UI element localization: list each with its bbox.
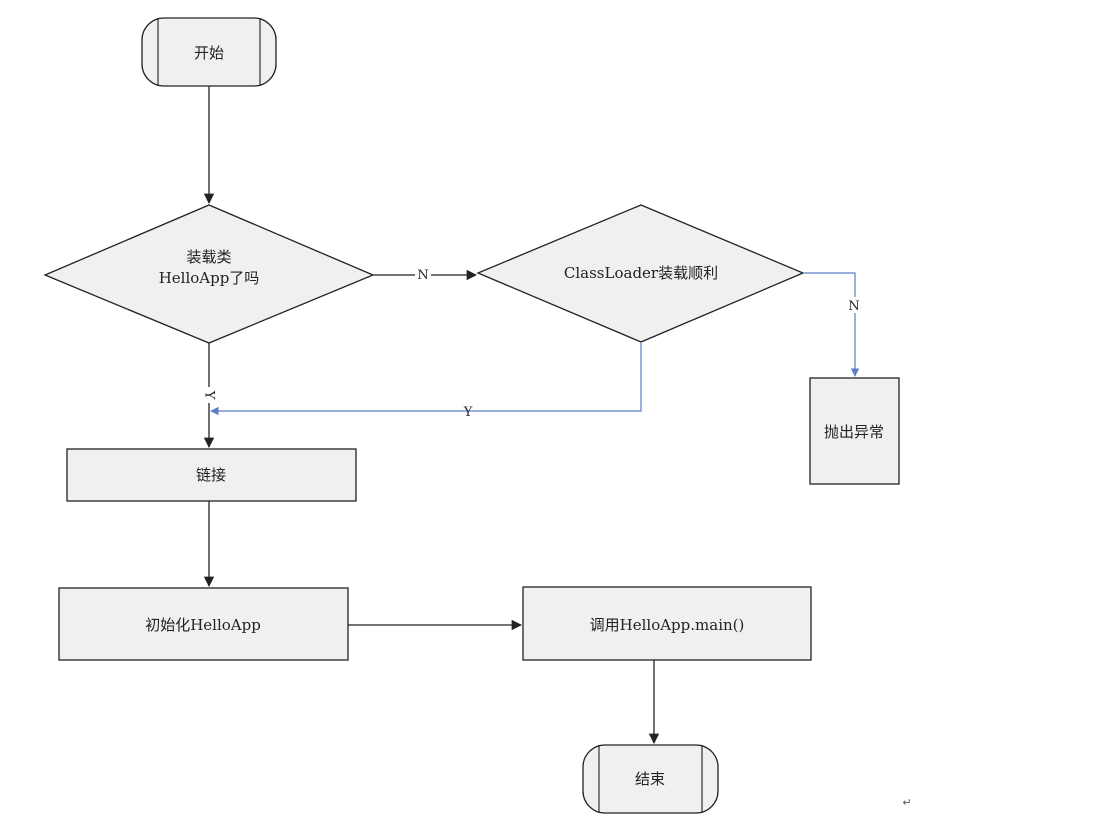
invoke-main-label: 调用HelloApp.main() [590,616,745,634]
invoke-main-node: 调用HelloApp.main() [522,586,812,661]
edge-load-no-label: N [417,268,428,283]
paragraph-mark-icon: ↵ [902,796,911,809]
edge-classloader-yes-label: Y [463,405,473,420]
edge-load-yes-label: Y [202,390,217,400]
start-node: 开始 [141,17,277,87]
end-node: 结束 [582,744,719,814]
edge-classloader-yes [210,342,642,416]
edge-label-bg [201,387,217,403]
classloader-check-label: ClassLoader装载顺利 [564,264,718,282]
load-check-label-line2: HelloApp了吗 [159,269,260,287]
init-node: 初始化HelloApp [58,587,349,661]
edge-label-bg [846,297,862,313]
link-node: 链接 [66,448,357,502]
end-label: 结束 [635,770,665,788]
classloader-check-decision: ClassLoader装载顺利 [476,204,805,343]
edge-classloader-no-label: N [848,299,859,314]
load-check-label-line1: 装载类 [186,248,231,266]
throw-exception-label: 抛出异常 [824,423,884,441]
init-label: 初始化HelloApp [145,616,261,634]
link-label: 链接 [196,466,226,484]
edge-classloader-no [803,272,860,377]
load-check-decision: 装载类 HelloApp了吗 [43,204,375,344]
edge-label-bg [415,266,431,282]
throw-exception-node: 抛出异常 [809,377,900,485]
start-label: 开始 [194,44,224,62]
